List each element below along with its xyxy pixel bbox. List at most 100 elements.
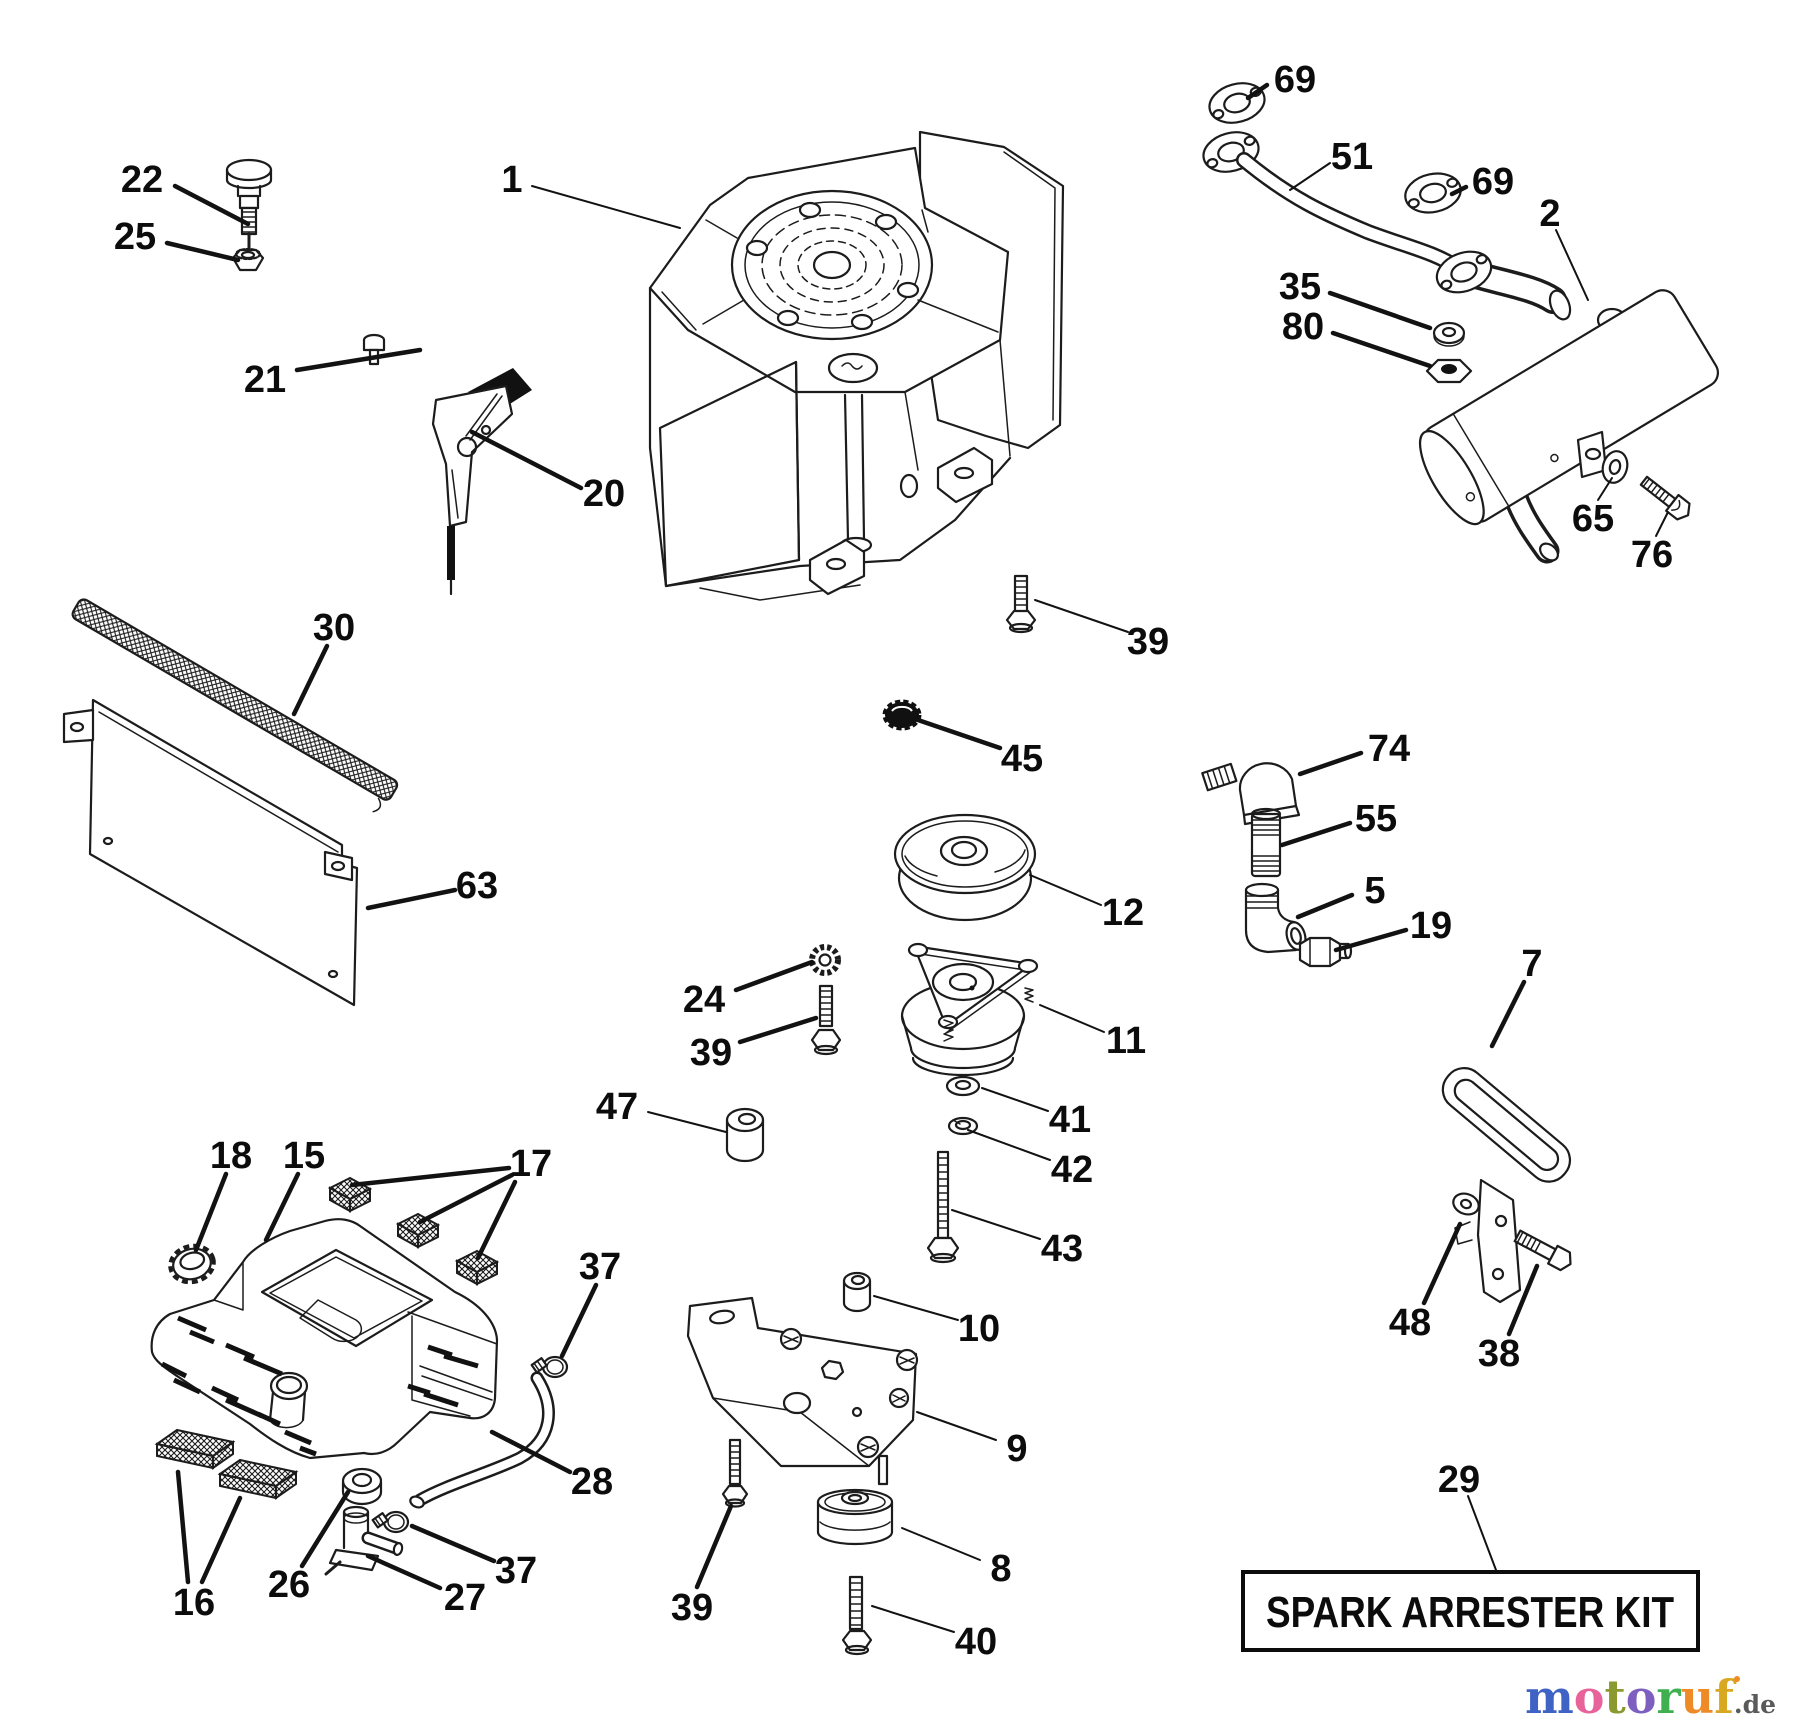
part-label-55: 55 — [1355, 798, 1397, 840]
leader-line-42 — [967, 1129, 1051, 1161]
leader-line-25 — [164, 240, 241, 263]
leader-line-11 — [1039, 1004, 1105, 1033]
part-screw-76 — [1639, 475, 1691, 521]
part-washer-35 — [1432, 321, 1466, 347]
part-spacer-10 — [842, 1271, 872, 1313]
part-clutch — [900, 942, 1039, 1077]
leader-line-47 — [647, 1111, 727, 1133]
part-label-1: 1 — [501, 159, 522, 201]
part-label-18: 18 — [210, 1135, 252, 1177]
part-label-5: 5 — [1364, 870, 1385, 912]
leader-line-8 — [901, 1527, 981, 1561]
part-label-19: 19 — [1410, 905, 1452, 947]
leader-line-2 — [1555, 229, 1589, 301]
part-pad-17 — [395, 1212, 441, 1249]
leader-line-37 — [409, 1523, 497, 1564]
part-cap-45 — [882, 699, 922, 731]
bracket-screws — [779, 1327, 919, 1459]
part-pad-17 — [327, 1176, 373, 1213]
leader-line-7 — [1489, 979, 1527, 1049]
part-bracket-9 — [686, 1296, 919, 1486]
part-pad-16 — [154, 1428, 236, 1470]
part-label-39: 39 — [671, 1587, 713, 1629]
part-label-45: 45 — [1001, 738, 1043, 780]
part-label-65: 65 — [1572, 498, 1614, 540]
leader-line-63 — [365, 887, 458, 911]
part-label-7: 7 — [1521, 943, 1542, 985]
leader-line-15 — [263, 1171, 301, 1243]
part-label-35: 35 — [1279, 266, 1321, 308]
engine-mount-foot — [808, 538, 866, 596]
part-bolt-40 — [841, 1575, 873, 1656]
leader-line-37 — [559, 1282, 599, 1359]
leader-line-1 — [531, 185, 681, 229]
part-washer-65 — [1601, 450, 1629, 484]
part-label-24: 24 — [683, 979, 725, 1021]
leader-line-19 — [1333, 927, 1409, 953]
part-label-69: 69 — [1472, 161, 1514, 203]
part-keps-nut-25 — [231, 247, 265, 272]
part-label-48: 48 — [1389, 1302, 1431, 1344]
part-label-41: 41 — [1049, 1099, 1091, 1141]
leader-line-9 — [916, 1411, 997, 1441]
part-gasket-69 — [1208, 82, 1266, 124]
part-bolt-39-idler — [721, 1438, 749, 1508]
part-label-76: 76 — [1631, 534, 1673, 576]
leader-line-30 — [291, 643, 330, 717]
leader-line-40 — [871, 1605, 955, 1633]
leader-line-48 — [1421, 1221, 1463, 1306]
part-label-40: 40 — [955, 1621, 997, 1663]
part-label-80: 80 — [1282, 306, 1324, 348]
spark-arrester-kit-label: SPARK ARRESTER KIT — [1266, 1588, 1674, 1637]
leader-line-16 — [199, 1495, 243, 1585]
part-spacer-47 — [725, 1107, 765, 1163]
leader-line-21 — [294, 347, 423, 373]
part-label-37: 37 — [579, 1246, 621, 1288]
part-bolt-39-clutch — [810, 984, 842, 1056]
part-label-10: 10 — [958, 1308, 1000, 1350]
part-label-38: 38 — [1478, 1333, 1520, 1375]
part-label-26: 26 — [268, 1564, 310, 1606]
part-baffle-panel — [62, 698, 359, 1007]
part-label-17: 17 — [510, 1143, 552, 1185]
part-label-47: 47 — [596, 1086, 638, 1128]
part-label-63: 63 — [456, 865, 498, 907]
leader-line-51 — [1289, 162, 1331, 191]
part-choke-knob — [225, 158, 273, 260]
part-belt-guide-bracket-7 — [1441, 1067, 1572, 1304]
leader-line-35 — [1327, 290, 1433, 331]
leader-line-39 — [737, 1015, 819, 1045]
part-idler-pulley-8 — [816, 1488, 894, 1546]
leader-line-29 — [1467, 1495, 1497, 1571]
part-label-9: 9 — [1006, 1428, 1027, 1470]
part-label-69: 69 — [1274, 59, 1316, 101]
leader-line-16 — [175, 1469, 191, 1585]
leader-line-28 — [489, 1429, 573, 1475]
leader-line-17 — [475, 1179, 518, 1261]
engine-mount-foot — [936, 446, 994, 504]
exhaust-pipe-flange — [1435, 250, 1493, 294]
part-fuel-tank — [150, 1218, 499, 1460]
part-bushing-26 — [341, 1467, 383, 1506]
part-label-16: 16 — [173, 1582, 215, 1624]
part-locknut-80 — [1425, 358, 1473, 384]
part-label-21: 21 — [244, 359, 286, 401]
part-label-42: 42 — [1051, 1149, 1093, 1191]
fan-plate-bolt-holes — [745, 201, 920, 331]
part-lockwasher-24 — [809, 944, 841, 976]
part-washer-48 — [1452, 1192, 1480, 1216]
leader-line-43 — [951, 1209, 1041, 1240]
part-label-28: 28 — [571, 1461, 613, 1503]
part-label-74: 74 — [1368, 728, 1410, 770]
leader-line-41 — [981, 1087, 1049, 1112]
part-label-2: 2 — [1539, 193, 1560, 235]
leader-line-18 — [193, 1171, 229, 1253]
leader-line-38 — [1506, 1263, 1540, 1337]
part-bolt-43 — [926, 1150, 960, 1264]
part-seal-strip — [71, 598, 399, 813]
leader-line-65 — [1597, 477, 1613, 501]
part-label-27: 27 — [444, 1577, 486, 1619]
leader-line-76 — [1655, 511, 1669, 537]
